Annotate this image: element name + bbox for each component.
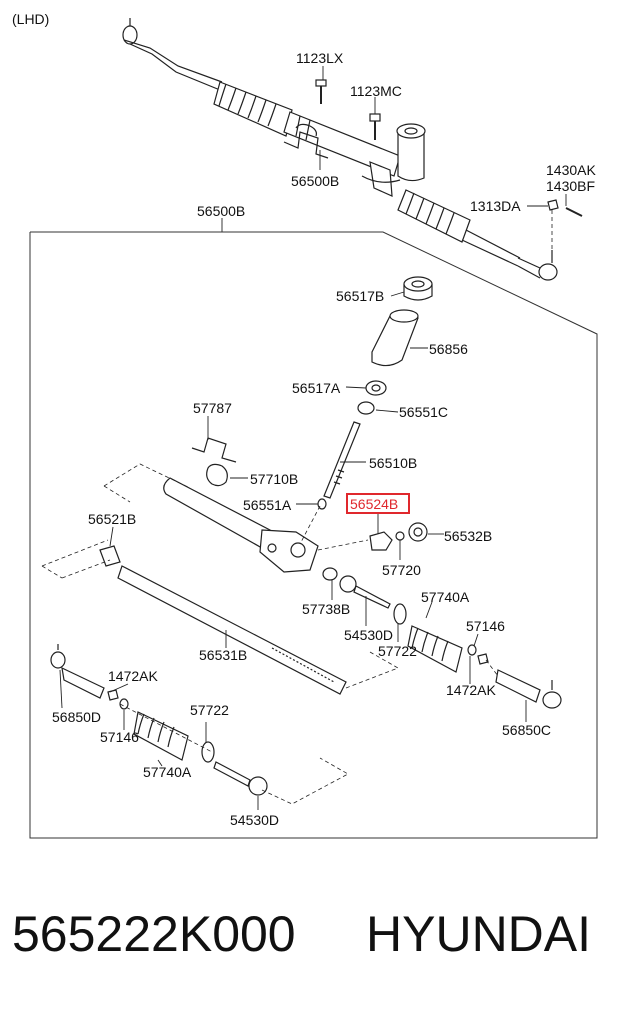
label-56521B: 56521B: [88, 511, 136, 527]
label-56856: 56856: [429, 341, 468, 357]
label-57146-left: 57146: [100, 729, 139, 745]
label-56517B: 56517B: [336, 288, 384, 304]
label-57710B: 57710B: [250, 471, 298, 487]
label-1123LX: 1123LX: [296, 50, 344, 66]
label-56500B-box: 56500B: [197, 203, 245, 219]
label-56551A: 56551A: [243, 497, 292, 513]
label-56500B-top: 56500B: [291, 173, 339, 189]
label-56850C: 56850C: [502, 722, 551, 738]
label-56850D: 56850D: [52, 709, 101, 725]
highlight-box: [346, 493, 410, 514]
steering-gear-diagram: (LHD) 1123LX 1123MC 56500B 1430AK 1430BF…: [12, 11, 598, 839]
label-57740A-left: 57740A: [143, 764, 192, 780]
dashed-guide-lines: [41, 463, 499, 805]
label-56524B-highlighted: 56524B: [350, 496, 398, 512]
label-57720: 57720: [382, 562, 421, 578]
label-57146-right: 57146: [466, 618, 505, 634]
label-56531B: 56531B: [199, 647, 247, 663]
part-labels: (LHD) 1123LX 1123MC 56500B 1430AK 1430BF…: [12, 11, 596, 828]
label-56510B: 56510B: [369, 455, 417, 471]
part-number: 565222K000: [12, 906, 296, 962]
drive-side-label: (LHD): [12, 11, 49, 27]
label-54530D-right: 54530D: [344, 627, 393, 643]
label-56517A: 56517A: [292, 380, 341, 396]
label-57740A-right: 57740A: [421, 589, 470, 605]
label-57722-left: 57722: [190, 702, 229, 718]
label-1430BF: 1430BF: [546, 178, 595, 194]
label-57787: 57787: [193, 400, 232, 416]
label-1430AK: 1430AK: [546, 162, 596, 178]
label-1123MC: 1123MC: [350, 83, 402, 99]
exploded-leader-lines: [59, 291, 527, 810]
label-57738B: 57738B: [302, 601, 350, 617]
top-rack-assembly: [122, 18, 583, 281]
footer-caption: 565222K000 HYUNDAI: [0, 905, 620, 975]
exploded-view-frame: [29, 231, 598, 839]
label-1472AK-right: 1472AK: [446, 682, 496, 698]
label-54530D-left: 54530D: [230, 812, 279, 828]
label-57722-right: 57722: [378, 643, 417, 659]
label-56532B: 56532B: [444, 528, 492, 544]
brand-name: HYUNDAI: [366, 906, 592, 962]
label-1472AK-left: 1472AK: [108, 668, 158, 684]
top-leader-lines: [221, 66, 567, 232]
label-56551C: 56551C: [399, 404, 448, 420]
label-1313DA: 1313DA: [470, 198, 521, 214]
exploded-parts: [50, 276, 562, 796]
